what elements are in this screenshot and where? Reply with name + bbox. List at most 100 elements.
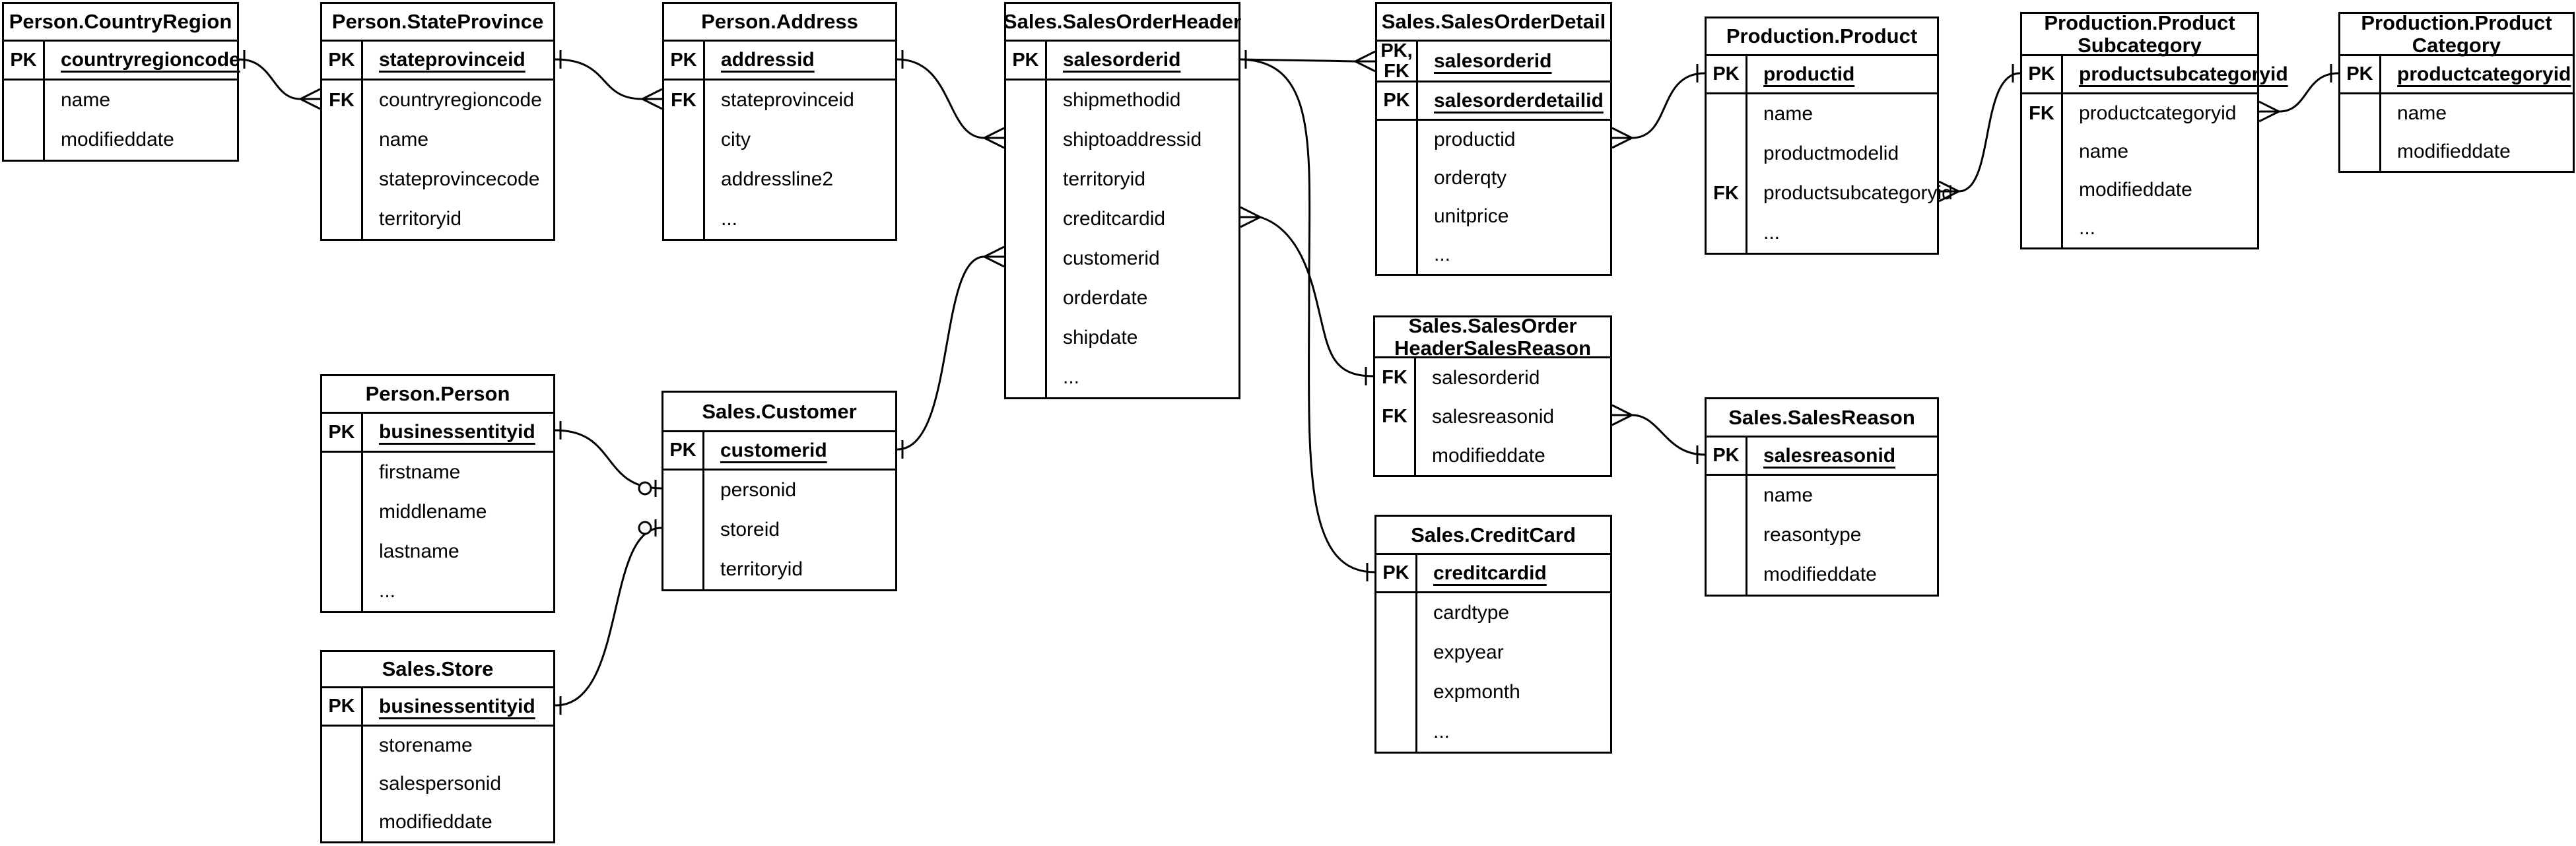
- field-text: city: [721, 129, 751, 150]
- field-text: middlename: [379, 501, 487, 523]
- table-row-middlename: middlename: [322, 492, 553, 532]
- key-label: [2340, 133, 2381, 171]
- field-name: modifieddate: [45, 120, 237, 160]
- table-title: Production.Product Subcategory: [2022, 12, 2257, 56]
- cardinality-many-marker-product-subcategory: [1938, 190, 1959, 203]
- field-name: customerid: [704, 432, 895, 469]
- field-text: name: [2397, 102, 2447, 124]
- primary-key-field: businessentityid: [379, 421, 535, 443]
- primary-key-field: productid: [1763, 63, 1855, 85]
- table-row-salesorderid: FK salesorderid: [1375, 358, 1610, 397]
- key-label: [322, 765, 363, 803]
- key-label: FK: [1375, 358, 1416, 397]
- field-name: businessentityid: [363, 414, 553, 451]
- key-label: [322, 571, 363, 611]
- key-label: [1376, 712, 1417, 752]
- field-name: name: [363, 120, 553, 160]
- relationship-store-customer: [555, 527, 662, 707]
- primary-key-field: salesorderid: [1063, 49, 1181, 71]
- table-row-orderdate: orderdate: [1006, 278, 1238, 318]
- field-name: shipmethodid: [1047, 81, 1238, 120]
- field-name: orderqty: [1418, 159, 1610, 197]
- field-name: name: [1747, 94, 1937, 134]
- key-label: PK: [322, 42, 363, 79]
- field-name: cardtype: [1417, 593, 1610, 633]
- field-text: productcategoryid: [2079, 102, 2237, 124]
- table-row-addressline2: addressline2: [664, 160, 895, 199]
- table-row-shipdate: shipdate: [1006, 318, 1238, 358]
- field-text: modifieddate: [2079, 179, 2192, 201]
- table-row-creditcardid: creditcardid: [1006, 199, 1238, 239]
- field-name: ...: [705, 199, 895, 239]
- key-label: PK: [322, 688, 363, 725]
- field-text: ...: [1434, 244, 1451, 265]
- field-name: middlename: [363, 492, 553, 532]
- field-name: personid: [704, 471, 895, 510]
- field-text: creditcardid: [1063, 208, 1166, 230]
- table-row-lastname: lastname: [322, 532, 553, 571]
- cardinality-many-marker-customer-orderheader: [984, 245, 1005, 258]
- cardinality-zero-marker-store-customer: [638, 521, 652, 535]
- table-row-modifieddate: modifieddate: [322, 803, 553, 841]
- field-text: stateprovincecode: [379, 168, 540, 190]
- field-name: countryregioncode: [363, 81, 553, 120]
- key-label: [1006, 318, 1047, 358]
- field-name: expyear: [1417, 633, 1610, 672]
- key-label: [322, 727, 363, 765]
- field-name: customerid: [1047, 239, 1238, 278]
- key-label: [1707, 134, 1747, 174]
- field-name: ...: [1417, 712, 1610, 752]
- field-text: salespersonid: [379, 773, 502, 795]
- key-label: FK: [2022, 94, 2063, 133]
- field-name: salesorderid: [1416, 358, 1610, 397]
- table-row-productcategoryid: FK productcategoryid: [2022, 94, 2257, 133]
- field-name: name: [2381, 94, 2573, 133]
- field-text: name: [2079, 141, 2129, 162]
- key-label: [664, 199, 705, 239]
- field-name: countryregioncode: [45, 42, 240, 79]
- table-title: Person.CountryRegion: [4, 4, 237, 42]
- table-row-reasontype: reasontype: [1707, 515, 1937, 555]
- relationship-countryregion-stateprovince: [238, 58, 301, 100]
- field-name: ...: [363, 571, 553, 611]
- table-row-expyear: expyear: [1376, 633, 1610, 672]
- field-name: lastname: [363, 532, 553, 571]
- key-label: PK: [664, 42, 705, 79]
- table-row-: ...: [1006, 358, 1238, 397]
- field-text: salesreasonid: [1432, 405, 1555, 428]
- table-row-: ...: [322, 571, 553, 611]
- relationship-stateprovince-address: [555, 58, 643, 100]
- table-row-productmodelid: productmodelid: [1707, 134, 1937, 174]
- table-title: Sales.Store: [322, 652, 553, 688]
- relationship-person-customer: [555, 429, 662, 490]
- field-text: productid: [1434, 129, 1516, 150]
- table-row-: ...: [1377, 236, 1610, 274]
- field-name: businessentityid: [363, 688, 553, 725]
- field-text: shipdate: [1063, 327, 1138, 348]
- field-name: productid: [1747, 56, 1937, 92]
- field-text: salesorderid: [1432, 366, 1540, 389]
- key-label: [2340, 94, 2381, 133]
- field-name: ...: [2063, 209, 2257, 247]
- key-label: [1377, 121, 1418, 159]
- key-label: [1707, 515, 1747, 555]
- field-text: shiptoaddressid: [1063, 129, 1202, 150]
- field-name: shipdate: [1047, 318, 1238, 358]
